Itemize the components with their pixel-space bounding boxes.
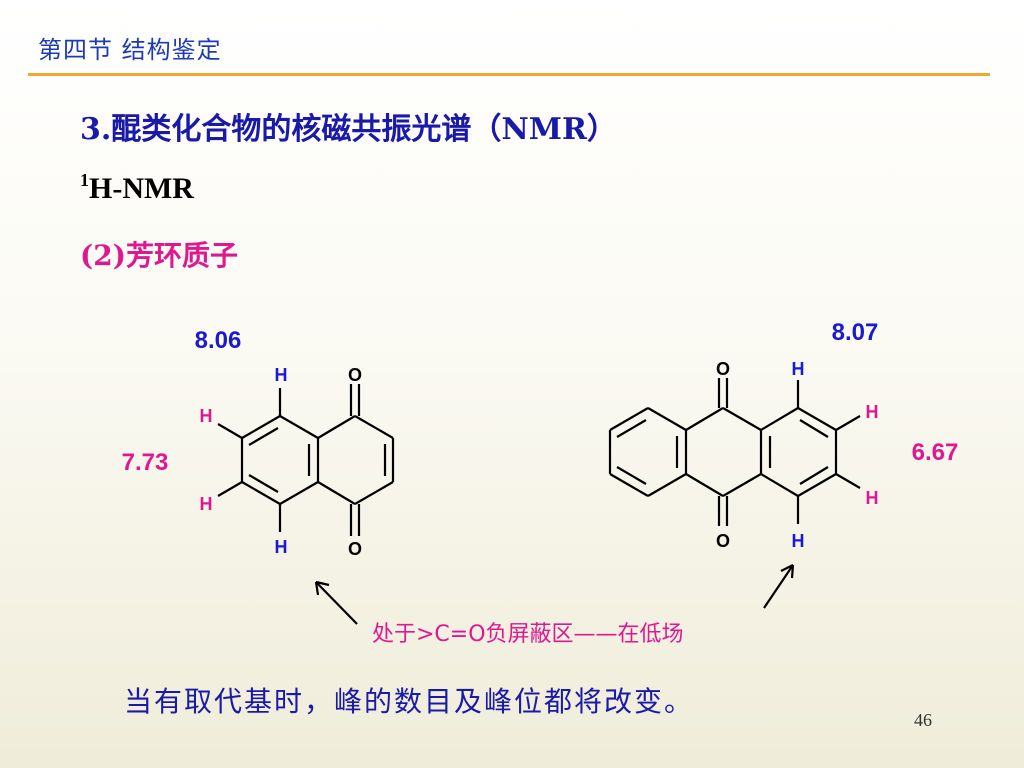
slide-heading: 3.醌类化合物的核磁共振光谱（NMR）	[80, 112, 617, 147]
callout-arrow-left	[314, 580, 358, 625]
naphthoquinone-h-alpha-top: H	[275, 365, 288, 385]
deshielding-callout: 处于>C=O负屏蔽区——在低场	[372, 622, 684, 647]
callout-arrow-right	[763, 564, 795, 609]
naphthoquinone-shift-beta: 7.73	[122, 449, 169, 476]
nmr-text: H-NMR	[89, 172, 194, 205]
naphthoquinone-oxygen-top: O	[348, 365, 362, 385]
naphthoquinone-structure	[217, 384, 395, 536]
naphthoquinone-h-alpha-bottom: H	[275, 537, 288, 557]
anthraquinone-h-alpha-top: H	[792, 359, 805, 379]
subsection-title: (2)芳环质子	[80, 239, 238, 272]
anthraquinone-h-beta-top: H	[866, 402, 879, 422]
anthraquinone-oxygen-bottom: O	[716, 531, 730, 551]
naphthoquinone-h-beta-bottom: H	[200, 494, 213, 514]
anthraquinone-structure	[608, 378, 861, 526]
naphthoquinone-oxygen-bottom: O	[348, 539, 362, 559]
anthraquinone-h-beta-bottom: H	[866, 488, 879, 508]
page-number: 46	[914, 710, 932, 730]
nmr-label: 1H-NMR	[80, 170, 194, 206]
anthraquinone-shift-alpha: 8.07	[832, 319, 879, 346]
anthraquinone-shift-beta: 6.67	[912, 439, 959, 466]
section-title: 第四节 结构鉴定	[38, 36, 222, 64]
anthraquinone-oxygen-top: O	[716, 359, 730, 379]
conclusion-text: 当有取代基时，峰的数目及峰位都将改变。	[124, 685, 695, 718]
anthraquinone-h-alpha-bottom: H	[792, 531, 805, 551]
naphthoquinone-h-beta-top: H	[200, 406, 213, 426]
title-divider	[28, 73, 990, 76]
nmr-superscript: 1	[80, 170, 89, 190]
naphthoquinone-shift-alpha: 8.06	[195, 327, 242, 354]
